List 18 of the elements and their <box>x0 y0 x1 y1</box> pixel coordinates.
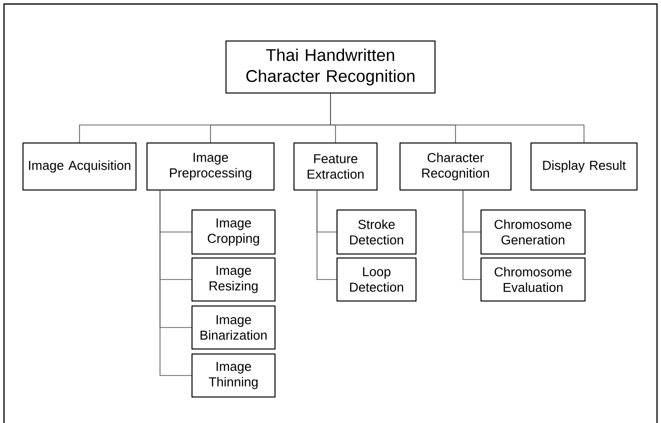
connector-line <box>330 93 584 143</box>
process-box: Chromosome Generation <box>480 210 586 254</box>
process-box: Image Thinning <box>192 354 276 398</box>
process-box: Stroke Detection <box>336 210 416 254</box>
connector-line <box>160 190 192 376</box>
process-box: Display Result <box>530 142 638 190</box>
process-box: Image Acquisition <box>22 142 136 190</box>
process-box: Feature Extraction <box>294 142 378 190</box>
process-box: Image Cropping <box>192 210 276 254</box>
process-box: Image Binarization <box>192 306 276 350</box>
connector-line <box>462 190 481 280</box>
title-box: Thai Handwritten Character Recognition <box>226 40 436 94</box>
process-box: Loop Detection <box>336 258 416 302</box>
process-box: Chromosome Evaluation <box>480 258 586 302</box>
process-box: Image Preprocessing <box>146 142 274 190</box>
connector-line <box>316 190 337 280</box>
process-box: Character Recognition <box>400 142 512 190</box>
process-box: Image Resizing <box>192 258 276 302</box>
